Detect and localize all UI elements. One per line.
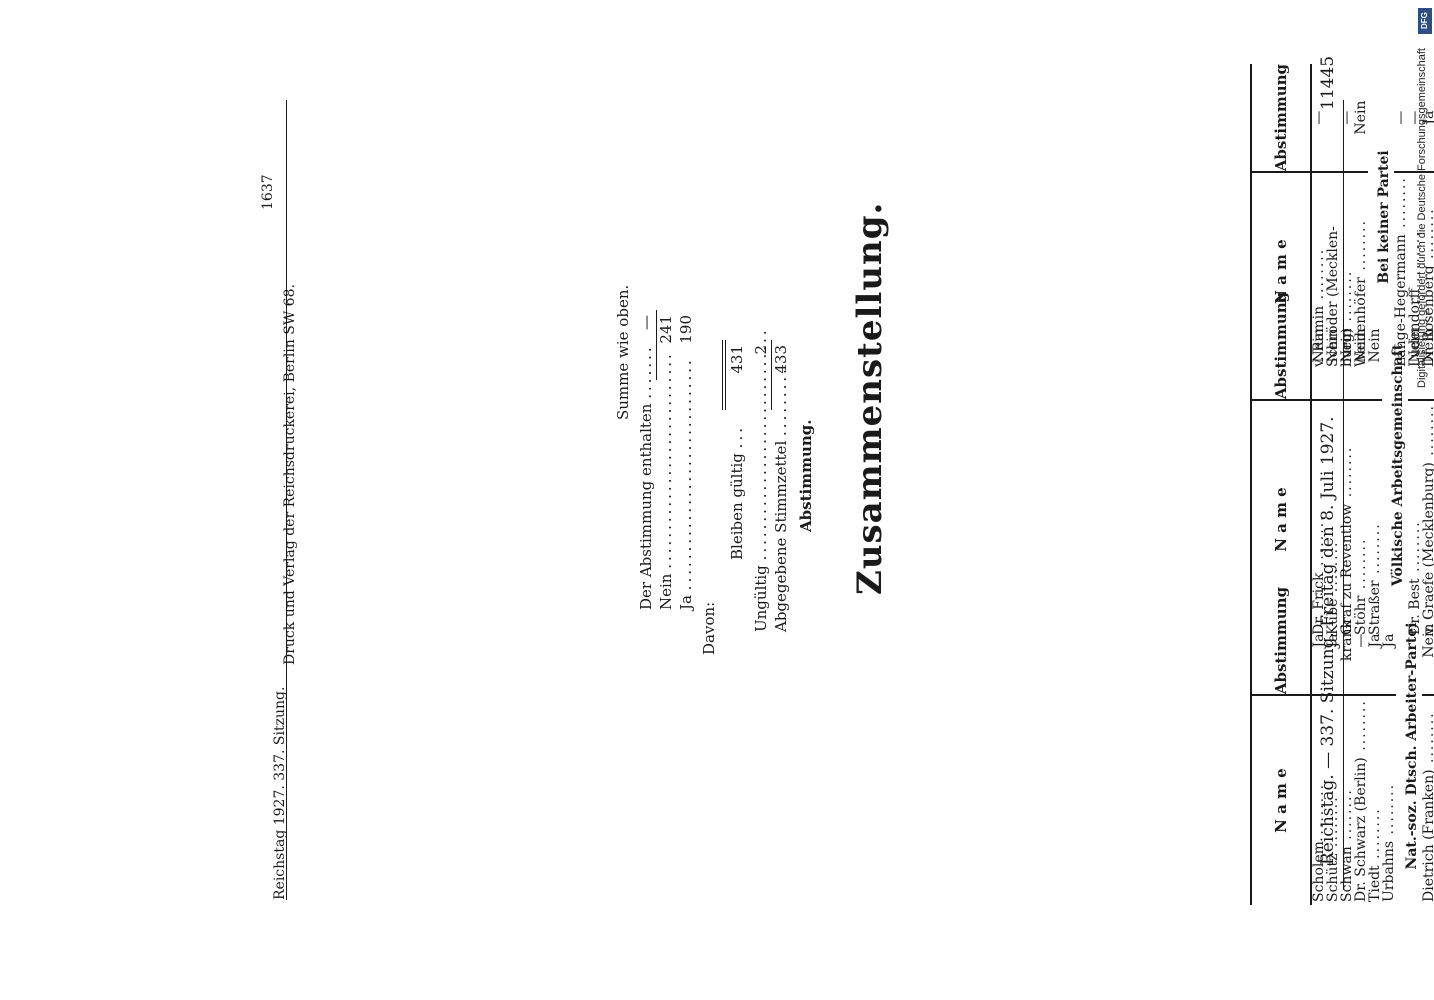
valid-row: Bleiben gültig ... [728, 425, 746, 560]
member-vote: — [1393, 63, 1409, 173]
member-name: Graf zu Reventlow ........ [1339, 445, 1355, 635]
valid-label: Bleiben gültig [728, 453, 746, 560]
table-row: Lange-Hegermann ........ — [1393, 63, 1409, 370]
cast-value: 433 [772, 345, 790, 374]
member-name: Schütz ........ [1325, 795, 1341, 902]
leader-dots: ........ [1339, 445, 1355, 504]
member-name: burg) ........ [1339, 269, 1355, 367]
member-name: Dietrich (Franken) ........ [1421, 695, 1434, 905]
party-heading: Bei keiner Partei [1368, 64, 1394, 370]
member-name: Dr. Schwarz (Berlin) ........ [1353, 699, 1369, 902]
member-name: Schröder (Mecklen- [1325, 226, 1341, 367]
member-name: Kube ........ [1325, 540, 1341, 635]
table-header-row: N a m e Abstimmung [1251, 63, 1311, 370]
ja-label: Ja [677, 595, 695, 610]
col-header-name: N a m e [1272, 768, 1290, 833]
member-name: Straßer ........ [1367, 522, 1383, 635]
invalid-label: Ungültig [752, 565, 770, 632]
table-row: Schröder (Mecklen- [1325, 63, 1341, 370]
member-name: Schwan ........ [1339, 788, 1355, 902]
double-rule-b [722, 340, 723, 410]
abstention-label: Der Abstimmung enthalten [637, 403, 655, 610]
ja-value: 190 [677, 315, 695, 344]
summary-title: Zusammenstellung. [850, 201, 890, 595]
table-row: burg) ........ — [1339, 63, 1355, 370]
leader-dots: ........ [1353, 699, 1369, 758]
invalid-value: 2 [752, 345, 770, 355]
table-row: Weidenhöfer ........ Nein [1353, 63, 1369, 370]
member-name: Scholem ........ [1311, 783, 1327, 902]
leader-dots: ........ [1421, 711, 1434, 763]
dfg-watermark: Digitalisierung gefördert durch die Deut… [1416, 48, 1428, 388]
nein-label: Nein [657, 573, 675, 610]
davon-label: Davon: [700, 601, 718, 655]
member-name: Tiedt ........ [1367, 807, 1383, 902]
col-header-name: N a m e [1272, 239, 1290, 304]
nein-row: Nein ............................ [657, 351, 675, 610]
member-name: Urbahns ........ [1381, 782, 1397, 902]
summary-subtitle: Abstimmung. [797, 419, 815, 532]
col-header-vote: Abstimmung [1251, 63, 1311, 173]
vote-table-3: N a m e Abstimmung v. Ramin ........ — Schrö… [1250, 63, 1434, 370]
abstention-row: Der Abstimmung enthalten ....... [637, 344, 655, 610]
table-row: v. Ramin ........ — [1311, 63, 1327, 370]
member-name: Dr. Best ........ [1407, 520, 1423, 635]
member-vote: Nein [1353, 63, 1369, 173]
sum-rule [771, 340, 772, 410]
leader-dots: ........ [1367, 522, 1383, 581]
abstention-value: — [637, 315, 655, 330]
member-name: Lange-Hegermann ........ [1393, 176, 1409, 367]
nein-value: 241 [657, 315, 675, 344]
printer-imprint: Druck und Verlag der Reichsdruckerei, Be… [282, 284, 298, 665]
double-rule-a [725, 340, 726, 410]
valid-value: 431 [728, 345, 746, 374]
member-vote [1326, 63, 1340, 173]
leader-dots: ........ [1421, 404, 1434, 456]
member-name: Stöhr ........ [1353, 537, 1369, 635]
member-name: Dr. Frick ........ [1311, 514, 1327, 635]
summe-text: Summe wie oben. [614, 284, 632, 420]
member-vote: — [1311, 63, 1327, 173]
member-name: v. Graefe (Mecklenburg) ........ [1421, 400, 1434, 638]
footer-left: Reichstag 1927. 337. Sitzung. [272, 686, 288, 900]
leader-dots: ........ [1381, 782, 1397, 841]
party-name: Bei keiner Partei [1376, 150, 1392, 284]
member-vote: — [1339, 63, 1355, 173]
sheet-number: 1637 [260, 174, 276, 210]
dfg-logo: DFG [1418, 8, 1432, 34]
cast-label: Abgegebene Stimmzettel [772, 440, 790, 632]
col-header-name: N a m e [1272, 487, 1290, 552]
leader-dots: ........ [1353, 219, 1369, 278]
member-name: v. Ramin ........ [1311, 247, 1327, 367]
total-rule [656, 310, 657, 380]
member-name: Weidenhöfer ........ [1353, 219, 1369, 367]
leader-dots: ........ [1393, 176, 1409, 235]
ja-row: Ja .............................. [677, 357, 695, 610]
